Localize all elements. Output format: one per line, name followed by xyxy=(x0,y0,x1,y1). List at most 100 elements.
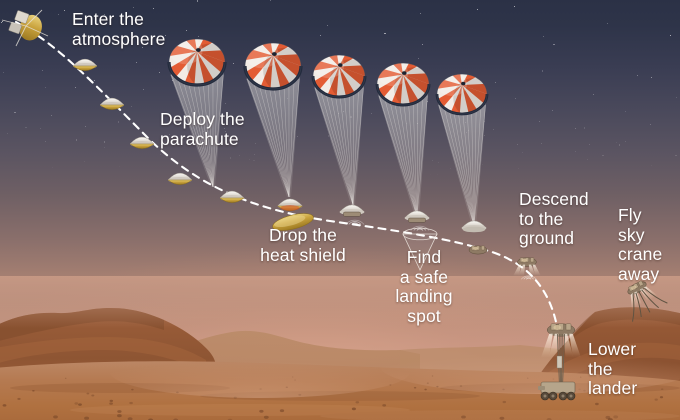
star xyxy=(2,72,4,74)
star xyxy=(670,34,672,36)
surface-rock xyxy=(351,407,356,411)
star xyxy=(593,93,594,95)
star xyxy=(41,69,43,71)
star xyxy=(253,159,255,162)
star xyxy=(14,111,16,114)
surface-rock xyxy=(109,402,113,405)
star xyxy=(574,127,577,130)
star xyxy=(247,71,249,72)
star xyxy=(465,132,467,134)
surface-rock xyxy=(436,385,439,388)
star xyxy=(57,14,59,15)
star xyxy=(233,62,235,64)
surface-rock xyxy=(64,377,67,379)
star xyxy=(589,144,591,145)
star xyxy=(624,110,627,113)
star xyxy=(538,120,540,122)
surface-rock xyxy=(595,402,599,406)
surface-rock xyxy=(233,396,237,399)
surface-rock xyxy=(263,415,269,419)
surface-rock xyxy=(583,389,586,392)
surface-rock xyxy=(285,386,288,389)
star xyxy=(286,98,288,100)
star xyxy=(254,142,256,144)
surface-rock xyxy=(578,388,581,391)
surface-rock xyxy=(413,386,417,389)
star xyxy=(615,142,617,144)
star xyxy=(650,76,652,78)
star xyxy=(574,151,576,153)
surface-rocks xyxy=(2,375,664,420)
surface-rock xyxy=(499,416,505,420)
star xyxy=(152,7,154,9)
star xyxy=(675,97,677,99)
surface-rock xyxy=(459,385,463,387)
surface-rock xyxy=(117,410,122,413)
star xyxy=(552,109,554,111)
star xyxy=(142,89,144,90)
label-enter-the-atmosphere: Enter the atmosphere xyxy=(72,9,166,49)
star xyxy=(119,165,121,167)
star xyxy=(117,121,120,123)
star xyxy=(248,159,250,161)
label-descend-to-the-ground: Descend to the ground xyxy=(519,189,589,248)
star xyxy=(400,69,402,71)
surface-rock xyxy=(579,376,582,378)
star xyxy=(518,167,520,169)
surface-rock xyxy=(78,403,82,406)
star xyxy=(224,102,226,104)
surface-rock xyxy=(546,417,552,420)
surface-rock xyxy=(176,391,179,394)
star xyxy=(75,139,78,141)
star xyxy=(466,152,468,154)
surface-rock xyxy=(74,402,79,405)
star xyxy=(44,140,46,142)
star xyxy=(1,21,3,23)
surface-rock xyxy=(389,384,392,386)
surface-rock xyxy=(552,378,555,380)
label-deploy-the-parachute: Deploy the parachute xyxy=(160,109,245,149)
star xyxy=(650,164,653,167)
surface-rock xyxy=(129,401,133,405)
surface-rock xyxy=(131,388,134,391)
surface-rock xyxy=(298,393,302,396)
star xyxy=(350,116,352,118)
surface-rock xyxy=(17,397,21,400)
surface-rock xyxy=(526,377,529,379)
surface-rock xyxy=(127,417,133,420)
star xyxy=(467,129,469,131)
star xyxy=(45,86,47,88)
star xyxy=(553,43,555,46)
label-find-a-safe-landing-spot: Find a safe landing spot xyxy=(395,247,453,326)
star xyxy=(607,22,609,24)
surface-rock xyxy=(109,399,114,403)
surface-rock xyxy=(654,398,658,401)
star xyxy=(196,0,199,2)
surface-rock xyxy=(86,392,90,395)
surface-rock xyxy=(461,415,466,419)
star xyxy=(2,20,3,22)
label-lower-the-lander: Lower the lander xyxy=(588,339,638,398)
surface-rock xyxy=(259,409,264,413)
star xyxy=(93,80,95,81)
surface-rock xyxy=(2,404,7,407)
star xyxy=(104,13,106,15)
star xyxy=(495,81,497,83)
surface-rock xyxy=(291,376,294,378)
star xyxy=(618,144,621,146)
surface-rock xyxy=(53,415,58,419)
surface-rock xyxy=(659,396,664,399)
star xyxy=(197,35,199,37)
surface-rock xyxy=(32,389,35,392)
label-fly-sky-crane-away: Fly sky crane away xyxy=(618,205,663,284)
surface-rock xyxy=(279,409,285,413)
star xyxy=(421,43,423,45)
surface-rock xyxy=(355,401,360,404)
surface-rock xyxy=(502,400,507,404)
star xyxy=(319,34,321,36)
label-drop-the-heat-shield: Drop the heat shield xyxy=(260,225,346,265)
star xyxy=(337,60,339,62)
star xyxy=(7,133,9,135)
surface-rock xyxy=(502,388,505,391)
